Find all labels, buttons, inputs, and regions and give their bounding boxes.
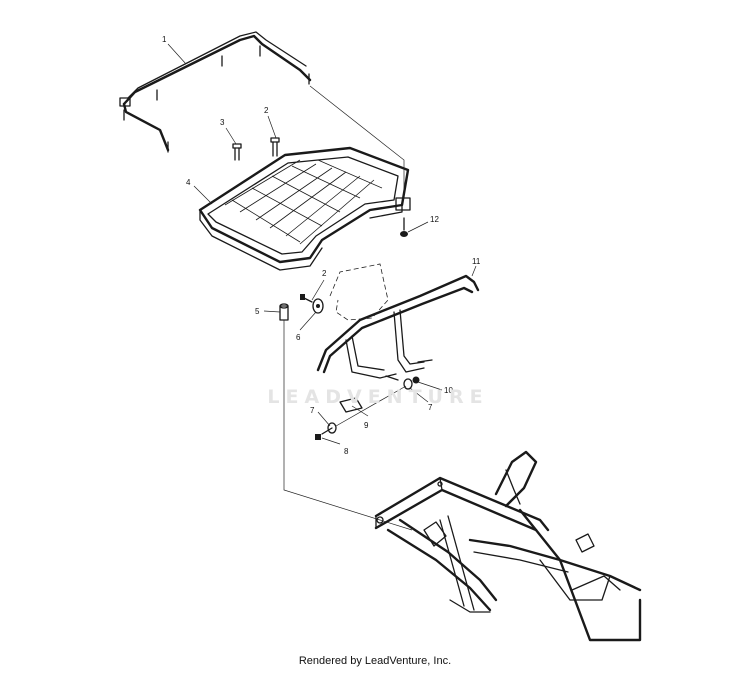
fender-outline (329, 263, 389, 321)
callout-9: 9 (364, 421, 369, 430)
part-6-washer (312, 298, 324, 314)
part-8-bolt (315, 427, 333, 440)
assembly-line-rail (309, 85, 405, 196)
callout-8: 8 (344, 447, 349, 456)
part-10-nut (412, 376, 420, 384)
part-7-washer-upper (403, 378, 413, 390)
assembly-line-hardware (335, 385, 407, 427)
callout-2-upper: 2 (264, 106, 269, 115)
vehicle-frame (374, 450, 642, 642)
callout-4: 4 (186, 178, 191, 187)
callout-leaders (167, 43, 477, 445)
part-4-rack-platform (198, 146, 411, 271)
footer-credit: Rendered by LeadVenture, Inc. (298, 655, 452, 667)
callout-10: 10 (444, 386, 453, 395)
part-5-spacer (279, 303, 289, 321)
part-7-washer-lower (327, 422, 337, 434)
callout-2-lower: 2 (322, 269, 327, 278)
part-9-plate (339, 397, 363, 413)
part-12-screw (400, 217, 408, 237)
part-2-bolt-upper (270, 137, 280, 157)
assembly-line-vertical (283, 320, 413, 531)
callout-12: 12 (430, 215, 439, 224)
callout-3: 3 (220, 118, 225, 127)
callout-1: 1 (162, 35, 167, 44)
part-1-rack-rail (119, 31, 312, 153)
callout-6: 6 (296, 333, 301, 342)
watermark: LEADVENTURE (267, 386, 489, 408)
part-3-bolt (232, 143, 242, 161)
part-11-rear-rail (316, 274, 480, 381)
callout-7-right: 7 (428, 403, 433, 412)
part-2-bolt-lower (300, 294, 313, 303)
callout-11: 11 (472, 257, 481, 266)
callout-5: 5 (255, 307, 260, 316)
callout-7-left: 7 (310, 406, 315, 415)
